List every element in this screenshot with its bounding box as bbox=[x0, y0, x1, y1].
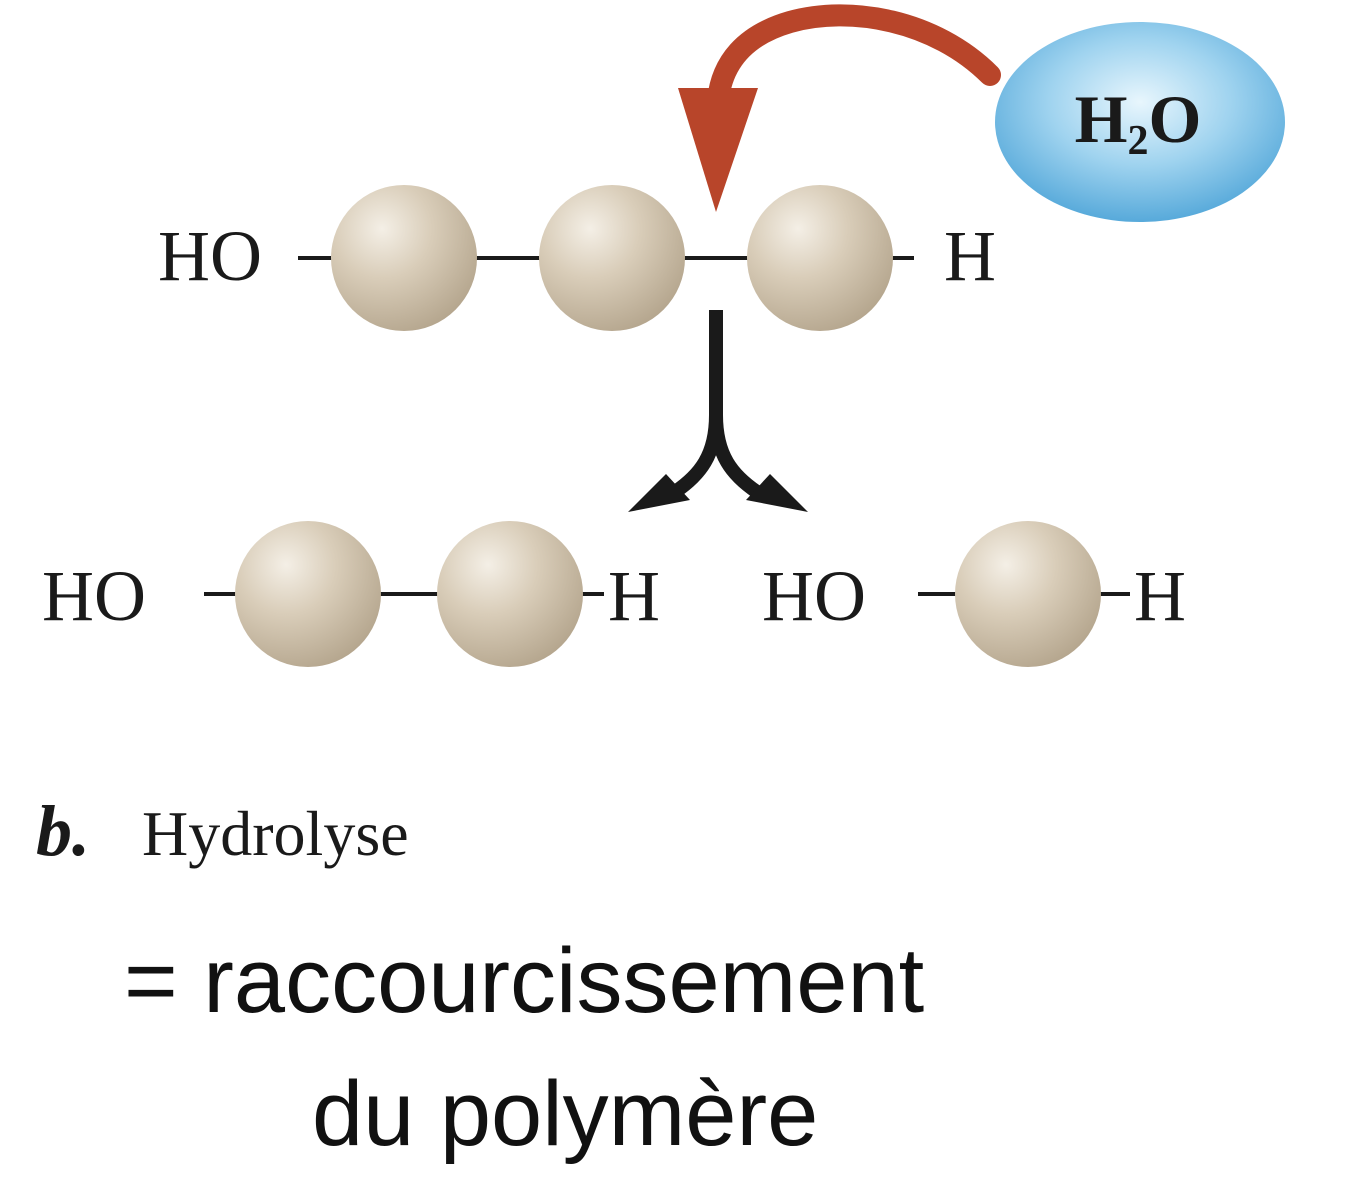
caption-title: Hydrolyse bbox=[142, 798, 409, 869]
dimer-left-end: HO bbox=[42, 556, 146, 636]
product-dimer: HO H bbox=[42, 521, 660, 667]
monomer-bead bbox=[955, 521, 1101, 667]
monomer-left-end: HO bbox=[762, 556, 866, 636]
polymer-left-end: HO bbox=[158, 216, 262, 296]
conclusion-line1: = raccourcissement bbox=[124, 930, 924, 1032]
monomer-bead bbox=[235, 521, 381, 667]
water-formula: H2O bbox=[1075, 81, 1202, 164]
polymer-right-end: H bbox=[944, 216, 996, 296]
monomer-bead bbox=[747, 185, 893, 331]
water-blob bbox=[995, 22, 1285, 222]
product-monomer: HO H bbox=[762, 521, 1186, 667]
monomer-bead bbox=[539, 185, 685, 331]
conclusion-line2: du polymère bbox=[312, 1063, 818, 1165]
split-arrow bbox=[628, 310, 808, 512]
monomer-bead bbox=[331, 185, 477, 331]
caption: b. Hydrolyse bbox=[36, 791, 409, 871]
dimer-right-end: H bbox=[608, 556, 660, 636]
polymer-chain: HO H bbox=[158, 185, 996, 331]
monomer-bead bbox=[437, 521, 583, 667]
reaction-arrow bbox=[678, 4, 1001, 212]
caption-letter: b. bbox=[36, 791, 90, 871]
conclusion: = raccourcissement du polymère bbox=[124, 930, 924, 1165]
water-molecule: H2O bbox=[995, 22, 1285, 222]
monomer-right-end: H bbox=[1134, 556, 1186, 636]
